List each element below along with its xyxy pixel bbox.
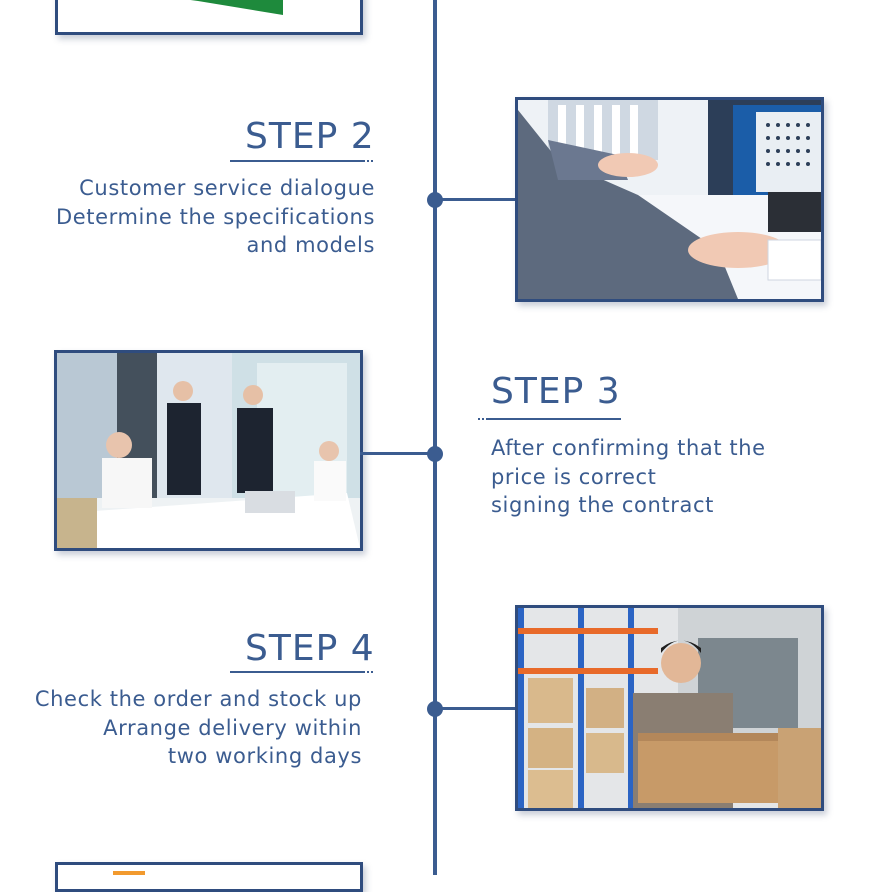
step-2-image xyxy=(515,97,824,302)
step-3-line-2: price is correct xyxy=(491,464,657,489)
green-graphic xyxy=(190,0,283,15)
warehouse-delivery-illustration xyxy=(518,608,821,808)
step-4-underline xyxy=(230,671,363,673)
step-2-underline-dots xyxy=(363,160,373,164)
step-4-description: Check the order and stock up Arrange del… xyxy=(35,685,362,771)
step-2-line-3: and models xyxy=(246,233,375,257)
timeline-line xyxy=(433,0,437,875)
step-2-title: STEP 2 xyxy=(245,116,375,157)
step-4-line-1: Check the order and stock up xyxy=(34,687,362,711)
step-2-line-1: Customer service dialogue xyxy=(79,176,375,200)
step-4-title: STEP 4 xyxy=(245,628,375,669)
step-4-underline-dots xyxy=(363,671,373,675)
step-3-dot xyxy=(427,446,443,462)
step-3-image xyxy=(54,350,363,551)
step-3-underline-dots xyxy=(478,418,488,422)
step-2-description: Customer service dialogue Determine the … xyxy=(56,174,375,260)
step-3-line-3: signing the contract xyxy=(491,493,714,517)
step-4-dot xyxy=(427,701,443,717)
step-2-dot xyxy=(427,192,443,208)
orange-dots xyxy=(113,871,145,875)
office-typing-illustration xyxy=(518,100,821,299)
step-3-line-1: After confirming that the xyxy=(491,436,766,460)
step-2-underline xyxy=(230,160,363,162)
step-4-connector xyxy=(437,707,517,710)
step-3-underline xyxy=(488,418,621,420)
step-3-connector xyxy=(360,452,433,455)
step-3-description: After confirming that the price is corre… xyxy=(491,434,766,520)
step-3-title: STEP 3 xyxy=(491,371,621,412)
step-4-line-2: Arrange delivery within xyxy=(103,715,362,740)
step-2-connector xyxy=(437,198,517,201)
step-2-line-2: Determine the specifications xyxy=(55,204,375,229)
previous-step-image-frame xyxy=(55,0,363,35)
step-4-line-3: two working days xyxy=(167,744,362,768)
business-handshake-illustration xyxy=(57,353,360,548)
next-step-image-frame xyxy=(55,862,363,892)
step-4-image xyxy=(515,605,824,811)
